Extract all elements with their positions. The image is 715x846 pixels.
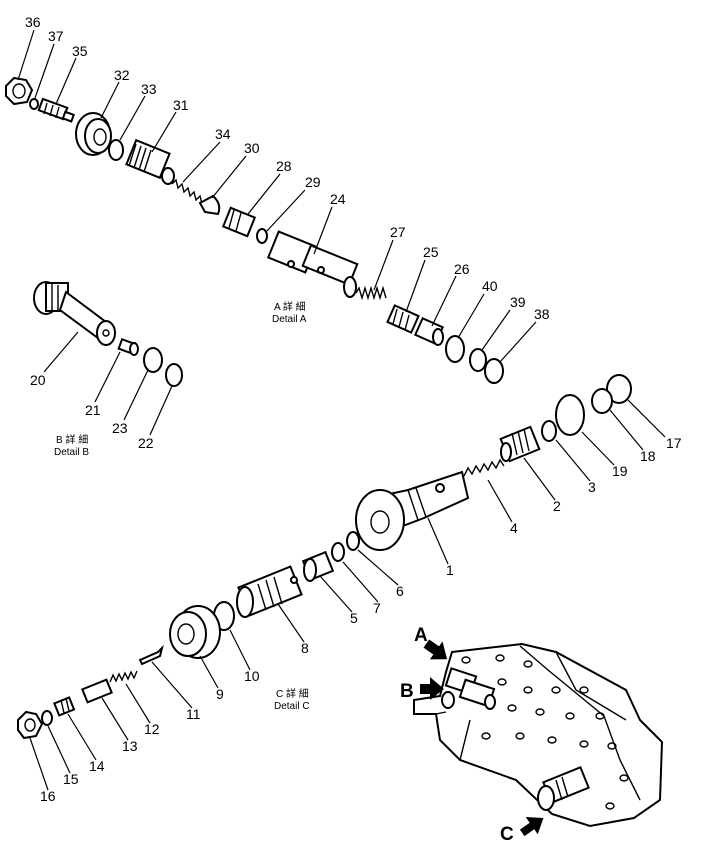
- part-31-plug: [125, 138, 175, 185]
- part-38-o-ring: [484, 358, 504, 384]
- part-23-o-ring: [143, 347, 163, 373]
- view-arrow-c: [519, 816, 544, 837]
- part-40-o-ring: [445, 335, 465, 363]
- part-20-plug: [33, 281, 116, 346]
- part-32-nut: [75, 112, 112, 156]
- part-36-hex-nut: [5, 76, 34, 106]
- detail-c-caption: Detail C: [274, 701, 310, 712]
- view-arrow-a: [423, 639, 448, 660]
- detail-c-assembly: [17, 374, 666, 791]
- label-13: 13: [122, 738, 138, 754]
- valve-detail-ab-location: [441, 667, 496, 710]
- part-26-plug: [413, 316, 445, 346]
- label-25: 25: [423, 244, 439, 260]
- part-7-o-ring: [331, 542, 345, 562]
- view-arrow-b: [420, 677, 444, 700]
- label-23: 23: [112, 420, 128, 436]
- part-37-o-ring: [29, 98, 39, 110]
- part-19-o-ring: [555, 394, 585, 436]
- label-37: 37: [48, 28, 64, 44]
- part-34-spring: [171, 178, 203, 205]
- label-33: 33: [141, 81, 157, 97]
- part-12-spring: [109, 670, 138, 683]
- label-38: 38: [534, 306, 550, 322]
- part-6-o-ring: [346, 531, 360, 551]
- label-1: 1: [446, 562, 454, 578]
- detail-a-caption: Detail A: [272, 314, 307, 325]
- part-11-poppet: [138, 644, 164, 666]
- label-26: 26: [454, 261, 470, 277]
- part-35-valve: [37, 97, 76, 123]
- part-24-valve-body: [266, 230, 359, 298]
- part-4-spring: [463, 458, 505, 477]
- part-18-backup-ring: [591, 388, 613, 414]
- label-20: 20: [30, 372, 46, 388]
- part-3-o-ring: [541, 420, 557, 442]
- label-4: 4: [510, 520, 518, 536]
- label-32: 32: [114, 67, 130, 83]
- label-17: 17: [666, 435, 682, 451]
- label-9: 9: [216, 686, 224, 702]
- label-14: 14: [89, 758, 105, 774]
- part-29-o-ring: [256, 228, 268, 244]
- part-16-hex-nut: [17, 710, 44, 740]
- label-8: 8: [301, 640, 309, 656]
- part-13-pin: [81, 678, 113, 704]
- label-36: 36: [25, 14, 41, 30]
- label-24: 24: [330, 191, 346, 207]
- part-5-plug: [301, 550, 335, 582]
- part-1-valve-body: [355, 470, 470, 551]
- part-9-nut: [169, 605, 221, 659]
- label-12: 12: [144, 721, 160, 737]
- label-31: 31: [173, 97, 189, 113]
- part-15-o-ring: [41, 710, 53, 726]
- part-33-o-ring: [108, 139, 124, 161]
- detail-b-assembly: [33, 281, 183, 436]
- detail-b-caption-jp: B 詳 細: [56, 433, 88, 446]
- part-14-screw: [53, 696, 76, 717]
- label-19: 19: [612, 463, 628, 479]
- label-21: 21: [85, 402, 101, 418]
- part-25-spool: [386, 304, 420, 334]
- view-marker-c: C: [500, 824, 514, 845]
- label-15: 15: [63, 771, 79, 787]
- valve-bolt-holes: [461, 654, 629, 810]
- part-22-o-ring: [165, 363, 183, 387]
- label-16: 16: [40, 788, 56, 804]
- label-11: 11: [186, 706, 201, 722]
- label-22: 22: [138, 435, 154, 451]
- label-6: 6: [396, 583, 404, 599]
- label-30: 30: [244, 140, 260, 156]
- control-valve-overview: [413, 642, 664, 828]
- label-39: 39: [510, 294, 526, 310]
- label-28: 28: [276, 158, 292, 174]
- label-40: 40: [482, 278, 498, 294]
- label-5: 5: [350, 610, 358, 626]
- detail-a-caption-jp: A 詳 細: [274, 300, 306, 313]
- valve-detail-c-location: [537, 766, 590, 811]
- part-17-o-ring: [606, 374, 632, 404]
- part-21-screw: [117, 337, 139, 356]
- part-2-plug: [499, 425, 541, 463]
- label-34: 34: [215, 126, 231, 142]
- detail-b-caption: Detail B: [54, 447, 89, 458]
- label-29: 29: [305, 174, 321, 190]
- detail-a-assembly: [5, 29, 537, 384]
- view-marker-b: B: [400, 681, 414, 702]
- part-28-seat: [221, 206, 257, 238]
- label-3: 3: [588, 479, 596, 495]
- label-27: 27: [390, 224, 406, 240]
- label-10: 10: [244, 668, 260, 684]
- part-30-poppet: [198, 194, 221, 216]
- label-2: 2: [553, 498, 561, 514]
- part-27-spring: [355, 285, 387, 301]
- label-18: 18: [640, 448, 656, 464]
- part-39-backup-ring: [469, 348, 487, 372]
- detail-c-caption-jp: C 詳 細: [276, 687, 309, 700]
- label-35: 35: [72, 43, 88, 59]
- label-7: 7: [373, 600, 381, 616]
- part-8-spool: [236, 565, 303, 618]
- view-marker-a: A: [414, 625, 428, 646]
